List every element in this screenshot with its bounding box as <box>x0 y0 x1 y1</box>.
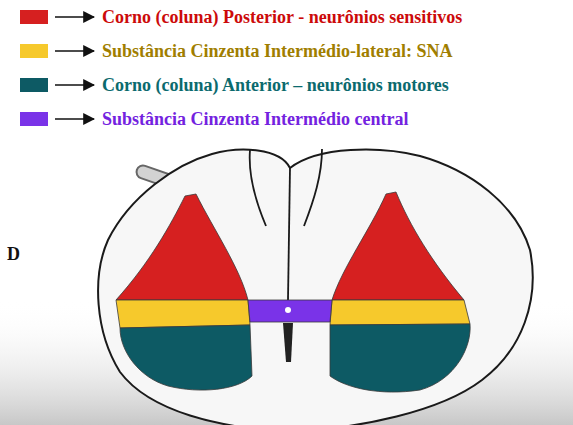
legend-swatch <box>20 112 48 126</box>
posterior-horn <box>332 192 464 300</box>
legend-text: Substância Cinzenta Intermédio-lateral: … <box>102 39 452 63</box>
central-canal <box>285 307 291 313</box>
intermediate-central <box>248 300 332 322</box>
legend-arrows <box>55 17 94 119</box>
anterior-fissure <box>283 323 293 362</box>
anterior-horn <box>330 324 470 392</box>
cord-sulci <box>250 149 322 300</box>
anterior-horn <box>120 325 252 390</box>
posterior-horn <box>116 194 248 300</box>
legend-swatch <box>20 44 48 58</box>
legend-text: Substância Cinzenta Intermédio central <box>102 107 408 131</box>
intermediolateral-band <box>116 300 250 328</box>
legend-swatch <box>20 10 48 24</box>
side-letter: D <box>7 243 20 265</box>
legend-text: Corno (coluna) Anterior – neurônios moto… <box>102 73 449 97</box>
legend-swatch <box>20 78 48 92</box>
intermediolateral-band <box>330 300 470 325</box>
gray-matter <box>116 192 470 392</box>
cord-outline <box>98 150 533 425</box>
legend-text: Corno (coluna) Posterior - neurônios sen… <box>102 5 462 29</box>
